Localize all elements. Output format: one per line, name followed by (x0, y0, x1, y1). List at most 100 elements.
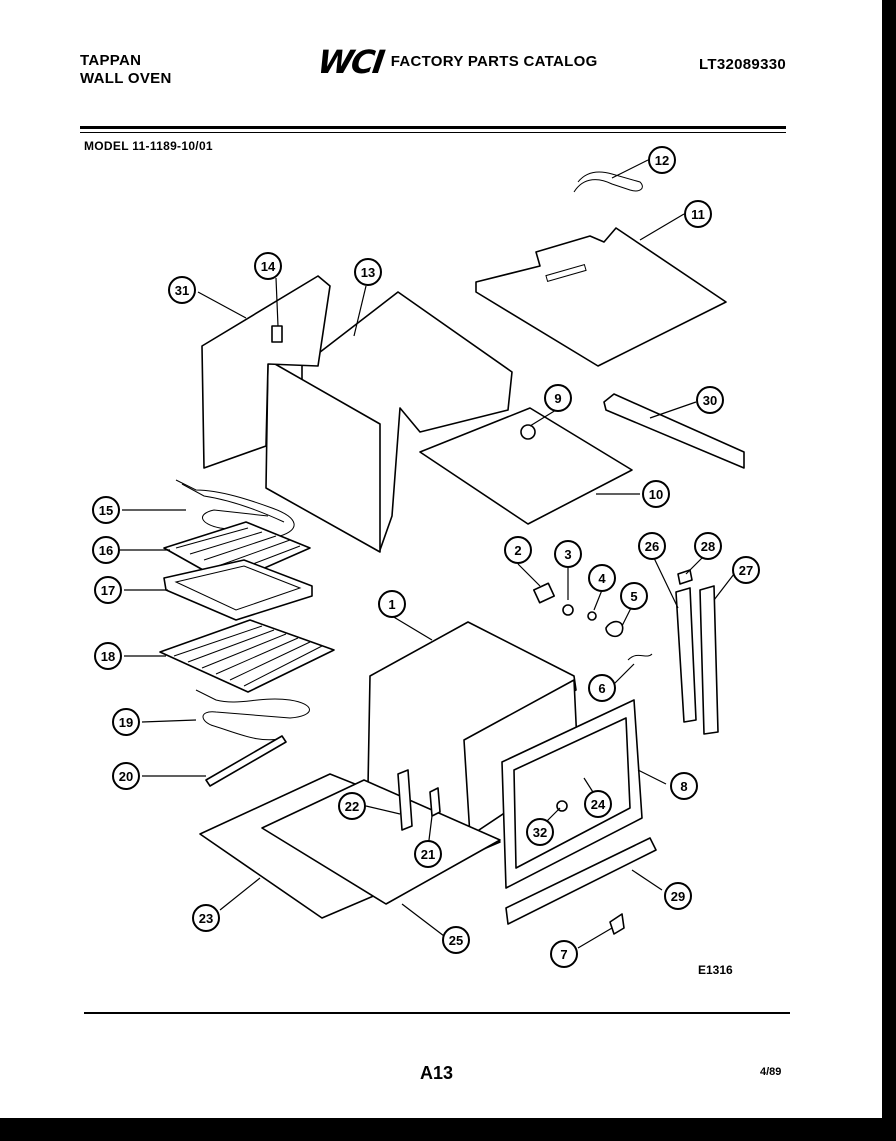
callout-18: 18 (94, 642, 122, 670)
part-10-floor-panel (419, 407, 633, 525)
callout-15: 15 (92, 496, 120, 524)
part-3-knob (562, 604, 574, 616)
callout-circle (664, 882, 692, 910)
callout-20: 20 (112, 762, 140, 790)
callout-10: 10 (642, 480, 670, 508)
part-2-switch (532, 582, 556, 604)
callout-circle (642, 480, 670, 508)
callout-23: 23 (192, 904, 220, 932)
callout-number: 23 (199, 911, 213, 926)
callout-22: 22 (338, 792, 366, 820)
callout-4: 4 (588, 564, 616, 592)
drawing-code: E1316 (698, 963, 733, 977)
callout-circle (670, 772, 698, 800)
callout-number: 12 (655, 153, 669, 168)
callout-circle (414, 840, 442, 868)
callout-circle (584, 790, 612, 818)
callout-14: 14 (254, 252, 282, 280)
header-rule-thick (80, 126, 786, 129)
callout-number: 2 (514, 543, 521, 558)
callout-24: 24 (584, 790, 612, 818)
callout-27: 27 (732, 556, 760, 584)
callout-32: 32 (526, 818, 554, 846)
catalog-page: TAPPAN WALL OVEN WCI FACTORY PARTS CATAL… (0, 0, 882, 1118)
callout-circle (92, 496, 120, 524)
part-5-cover (605, 620, 624, 638)
part-30-rail (603, 393, 745, 469)
part-15-element-loop (181, 483, 285, 523)
callout-5: 5 (620, 582, 648, 610)
callout-number: 18 (101, 649, 115, 664)
part-27-trim (699, 585, 719, 735)
callout-6: 6 (588, 674, 616, 702)
callout-31: 31 (168, 276, 196, 304)
callout-7: 7 (550, 940, 578, 968)
callout-number: 28 (701, 539, 715, 554)
callout-30: 30 (696, 386, 724, 414)
part-25-bottom-trim (261, 779, 501, 905)
callout-number: 6 (598, 681, 605, 696)
catalog-heading: WCI FACTORY PARTS CATALOG (315, 43, 598, 81)
callout-number: 16 (99, 543, 113, 558)
callout-number: 7 (560, 947, 567, 962)
part-26-trim (675, 587, 697, 723)
part-12-harness (573, 171, 643, 193)
catalog-title: FACTORY PARTS CATALOG (390, 53, 598, 70)
callout-13: 13 (354, 258, 382, 286)
header-rule-thin (80, 132, 786, 133)
callout-circle (544, 384, 572, 412)
callout-number: 29 (671, 889, 685, 904)
callout-number: 27 (739, 563, 753, 578)
callout-number: 5 (630, 589, 637, 604)
callout-number: 3 (564, 547, 571, 562)
callout-28: 28 (694, 532, 722, 560)
callout-number: 13 (361, 265, 375, 280)
callout-16: 16 (92, 536, 120, 564)
part-7-latch (609, 913, 625, 935)
callout-1: 1 (378, 590, 406, 618)
callout-number: 21 (421, 847, 435, 862)
part-11-top-panel (475, 227, 727, 367)
callout-circle (338, 792, 366, 820)
callout-circle (588, 674, 616, 702)
callout-12: 12 (648, 146, 676, 174)
callout-number: 32 (533, 825, 547, 840)
part-15-broil-element (175, 479, 295, 537)
callout-number: 4 (598, 571, 606, 586)
callout-17: 17 (94, 576, 122, 604)
callout-circle (354, 258, 382, 286)
part-11-slot (545, 263, 587, 283)
callout-circle (684, 200, 712, 228)
callout-circle (94, 576, 122, 604)
callout-circle (94, 642, 122, 670)
callout-9: 9 (544, 384, 572, 412)
callout-circle (254, 252, 282, 280)
callout-circle (554, 540, 582, 568)
part-21-pin (429, 787, 441, 817)
callout-circle (168, 276, 196, 304)
callout-number: 11 (691, 207, 705, 222)
callout-circle (526, 818, 554, 846)
part-17-broiler-pan (163, 559, 313, 621)
callout-circle (112, 762, 140, 790)
callout-circle (696, 386, 724, 414)
part-28-clip (677, 569, 693, 585)
part-14-bracket (271, 325, 283, 343)
callout-circle (620, 582, 648, 610)
callout-circle (648, 146, 676, 174)
callout-circle (442, 926, 470, 954)
callout-3: 3 (554, 540, 582, 568)
callout-19: 19 (112, 708, 140, 736)
callout-11: 11 (684, 200, 712, 228)
callout-circle (550, 940, 578, 968)
callout-circle (588, 564, 616, 592)
part-22-hinge (397, 769, 413, 831)
part-16-grid-slots (175, 527, 301, 573)
callout-number: 19 (119, 715, 133, 730)
model-number: MODEL 11-1189-10/01 (84, 139, 213, 153)
part-6-wire (627, 653, 653, 661)
part-19-bake-element (195, 689, 310, 741)
part-18-rack-wires (173, 625, 323, 687)
part-4-lamp (587, 611, 597, 621)
